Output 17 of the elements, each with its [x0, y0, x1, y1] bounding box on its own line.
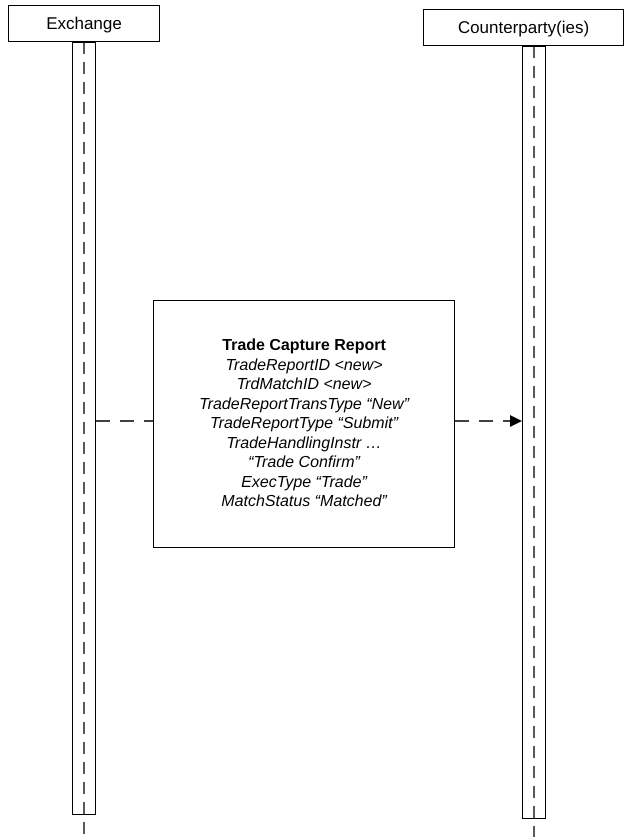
message-title: Trade Capture Report — [222, 336, 386, 356]
message-field: ExecType “Trade” — [241, 472, 367, 492]
message-arrow — [455, 415, 522, 427]
participant-label: Exchange — [46, 14, 122, 34]
participant-label: Counterparty(ies) — [458, 18, 590, 38]
message-field: “Trade Confirm” — [248, 453, 360, 473]
participant-box — [423, 9, 624, 46]
message-box — [153, 300, 455, 548]
participant-box — [8, 5, 160, 42]
message-field: TradeReportTransType “New” — [199, 394, 409, 414]
activation-bar — [522, 46, 546, 819]
message-field: TrdMatchID <new> — [236, 375, 372, 395]
message-field: TradeHandlingInstr … — [226, 434, 382, 454]
message-field: TradeReportType “Submit” — [210, 414, 398, 434]
message-field: MatchStatus “Matched” — [221, 492, 387, 512]
activation-bar — [72, 42, 96, 815]
message-field: TradeReportID <new> — [225, 356, 383, 376]
